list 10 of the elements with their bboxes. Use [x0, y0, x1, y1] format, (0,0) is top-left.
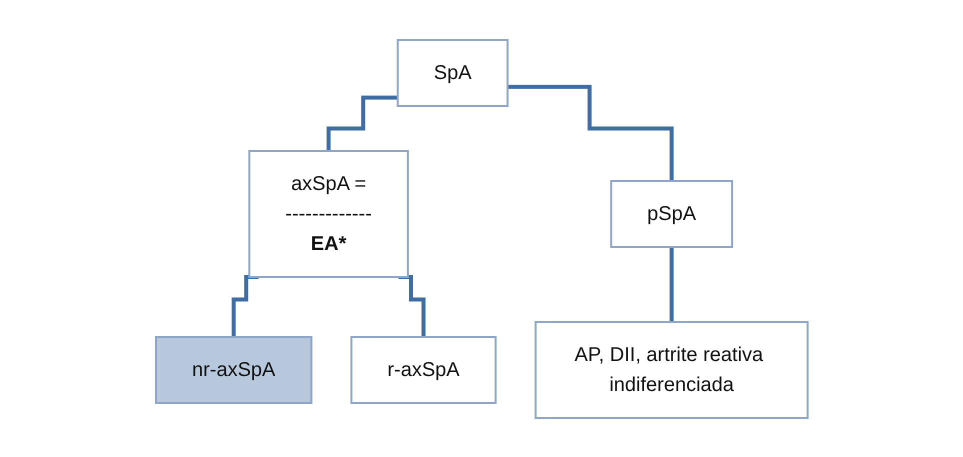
connector	[326, 95, 398, 152]
node-box: pSpA	[610, 180, 733, 248]
connector	[231, 274, 258, 338]
node-box: AP, DII, artrite reativa indiferenciada	[534, 320, 808, 418]
node-box: SpA	[396, 38, 508, 106]
node-box: axSpA = ------------- EA*	[248, 150, 409, 278]
node-box: r-axSpA	[350, 336, 496, 404]
connector	[507, 84, 674, 182]
node-box: nr-axSpA	[154, 336, 312, 404]
connector	[398, 274, 426, 338]
